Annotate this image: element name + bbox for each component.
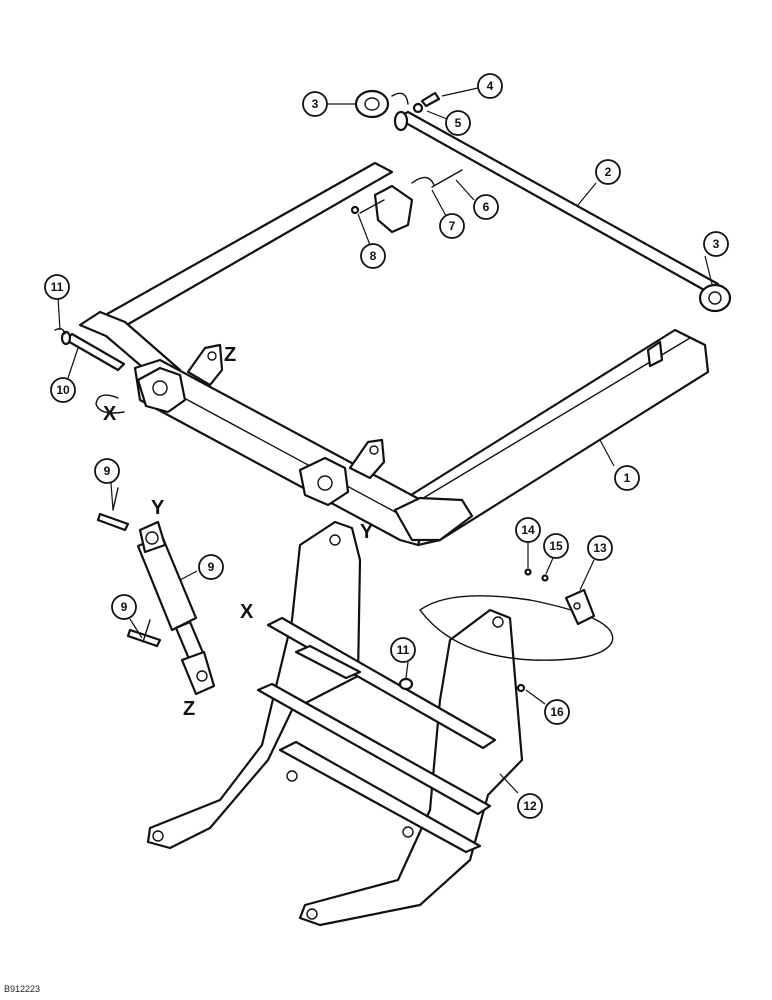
bushing-upper <box>354 89 390 119</box>
svg-text:1: 1 <box>624 471 631 485</box>
ref-letter-y-support: Y <box>360 521 374 543</box>
control-valve <box>398 568 596 693</box>
svg-text:13: 13 <box>593 541 607 555</box>
ref-letter-y-cylinder: Y <box>151 497 165 519</box>
callout-5[interactable]: 5 <box>445 110 471 136</box>
cross-shaft <box>393 110 720 293</box>
fasteners-top <box>350 91 463 215</box>
callout-9-bottom[interactable]: 9 <box>111 594 137 620</box>
svg-text:9: 9 <box>208 560 215 574</box>
svg-text:3: 3 <box>713 237 720 251</box>
svg-text:14: 14 <box>521 523 535 537</box>
svg-text:4: 4 <box>487 79 494 93</box>
ref-letter-z-frame: Z <box>224 344 236 366</box>
ref-letter-z-cylinder: Z <box>183 698 195 720</box>
svg-text:16: 16 <box>550 705 564 719</box>
callout-9-top[interactable]: 9 <box>94 458 120 484</box>
svg-text:5: 5 <box>455 116 462 130</box>
callout-3-lower[interactable]: 3 <box>703 231 729 257</box>
support-frame <box>146 520 614 927</box>
drawing-number: B912223 <box>4 984 40 994</box>
callout-11-lower[interactable]: 11 <box>390 637 416 663</box>
callout-8[interactable]: 8 <box>360 243 386 269</box>
callout-1[interactable]: 1 <box>614 465 640 491</box>
callout-13[interactable]: 13 <box>587 535 613 561</box>
callout-7[interactable]: 7 <box>439 213 465 239</box>
callout-9-mid[interactable]: 9 <box>198 554 224 580</box>
callout-6[interactable]: 6 <box>473 194 499 220</box>
svg-text:11: 11 <box>397 643 410 657</box>
svg-text:9: 9 <box>121 600 128 614</box>
svg-text:6: 6 <box>483 200 490 214</box>
svg-text:9: 9 <box>104 464 111 478</box>
callout-2[interactable]: 2 <box>595 159 621 185</box>
svg-text:3: 3 <box>312 97 319 111</box>
callout-4[interactable]: 4 <box>477 73 503 99</box>
svg-text:12: 12 <box>523 799 537 813</box>
x-link-curve <box>95 394 125 414</box>
svg-text:8: 8 <box>370 249 377 263</box>
svg-text:7: 7 <box>449 219 456 233</box>
callout-12[interactable]: 12 <box>517 793 543 819</box>
hydraulic-cylinder <box>96 487 216 696</box>
leader-lines <box>57 87 713 794</box>
swing-frame <box>78 161 710 547</box>
bushing-lower <box>698 283 732 313</box>
svg-text:11: 11 <box>51 280 64 294</box>
callout-15[interactable]: 15 <box>543 533 569 559</box>
callout-3-upper[interactable]: 3 <box>302 91 328 117</box>
svg-text:10: 10 <box>56 383 70 397</box>
callout-10[interactable]: 10 <box>50 377 76 403</box>
svg-text:15: 15 <box>549 539 563 553</box>
pivot-pin <box>54 327 126 372</box>
callout-14[interactable]: 14 <box>515 517 541 543</box>
ref-letter-x-support: X <box>240 601 254 623</box>
svg-text:2: 2 <box>605 165 612 179</box>
callout-16[interactable]: 16 <box>544 699 570 725</box>
callout-11-upper[interactable]: 11 <box>44 274 70 300</box>
ref-letter-x-frame: X <box>103 403 117 425</box>
